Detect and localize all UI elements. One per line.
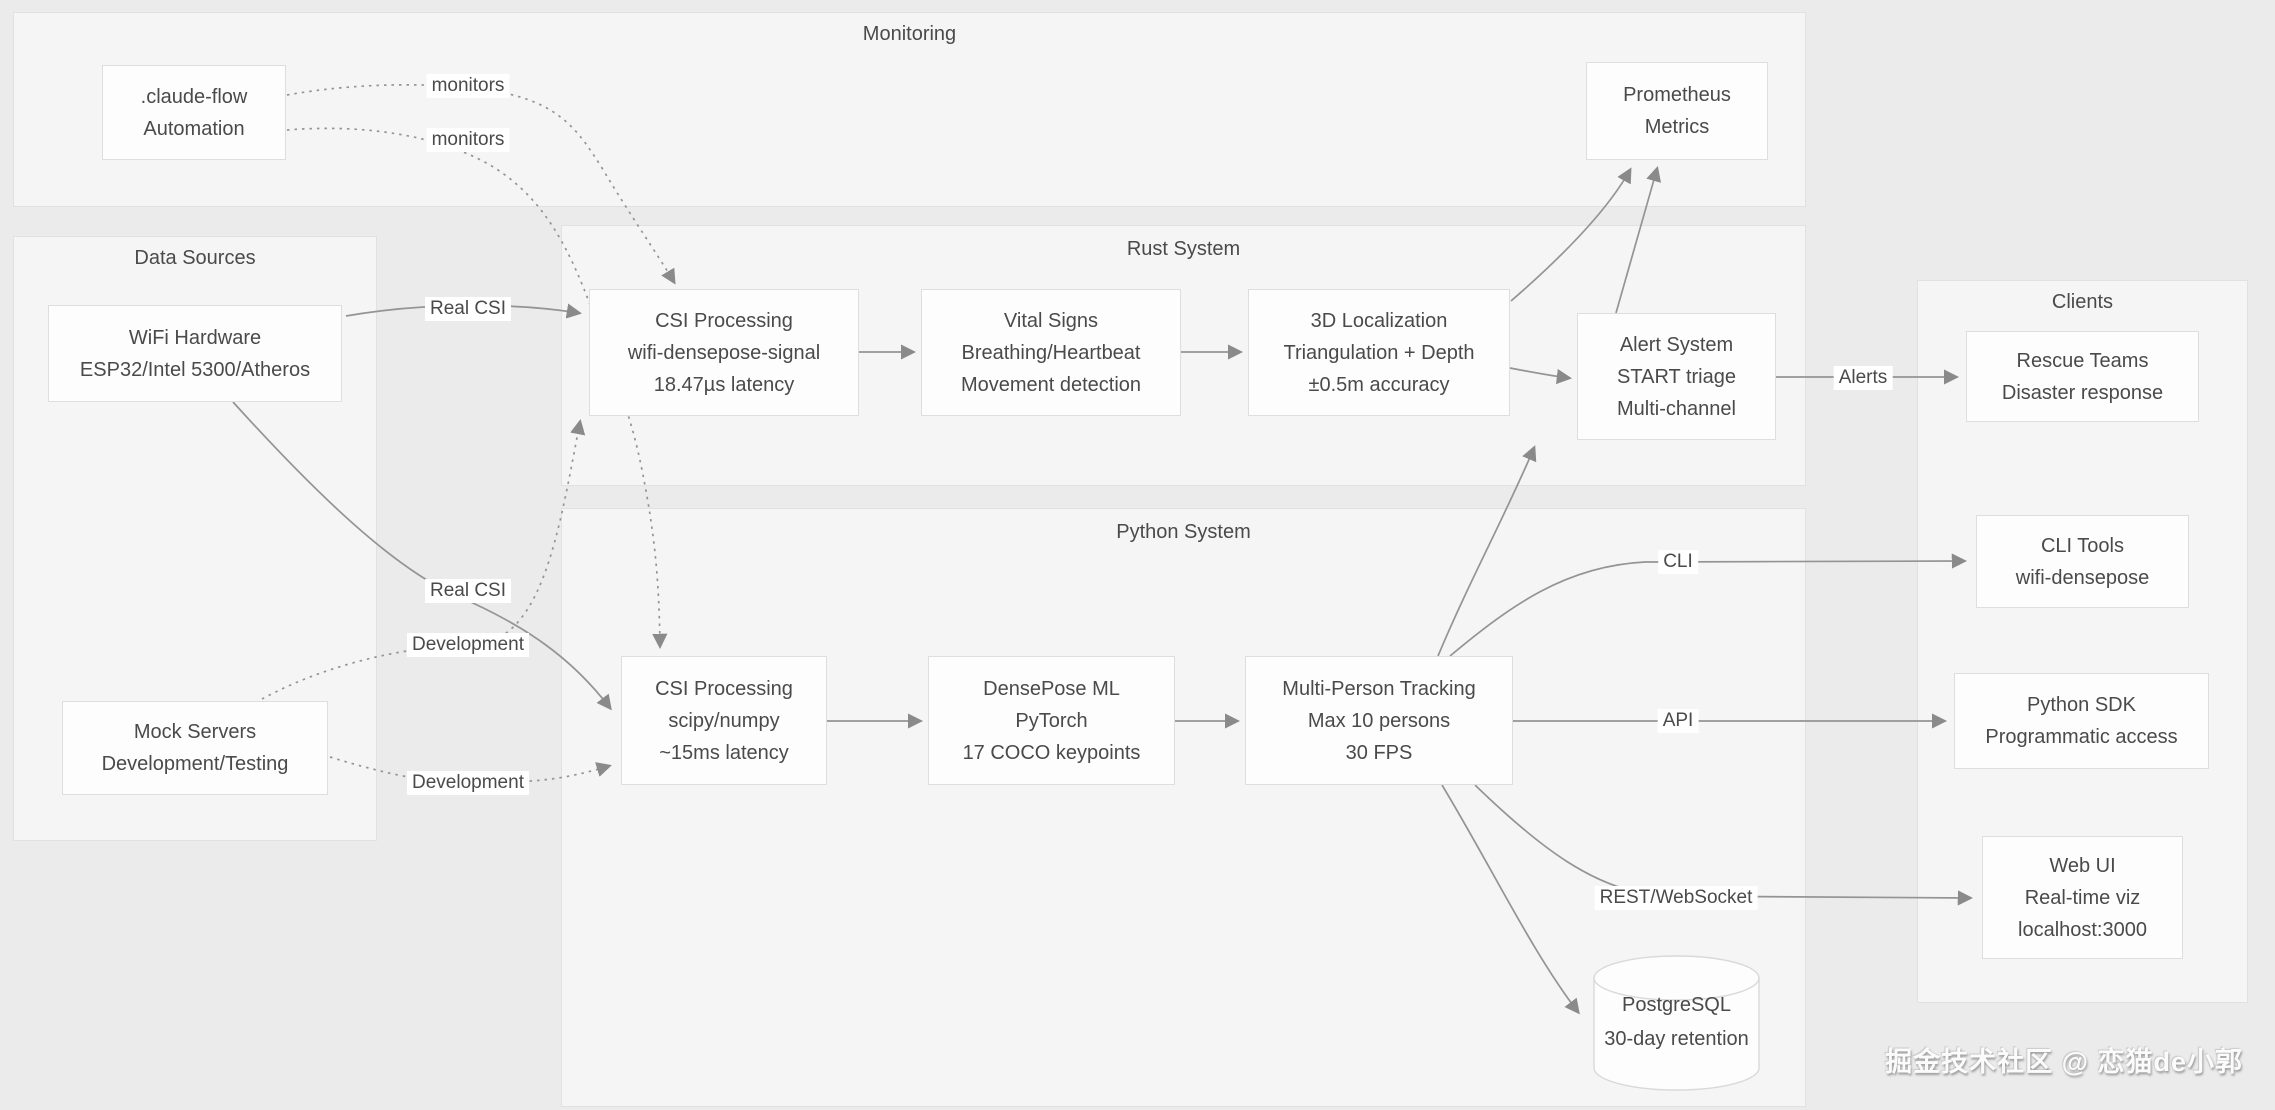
node-text: Python SDK xyxy=(2027,694,2136,716)
node-cli-tools: CLI Tools wifi-densepose xyxy=(1976,515,2189,608)
container-title-monitoring: Monitoring xyxy=(862,23,957,45)
node-text: ESP32/Intel 5300/Atheros xyxy=(79,358,311,381)
node-python-sdk: Python SDK Programmatic access xyxy=(1954,673,2209,769)
node-text: WiFi Hardware xyxy=(128,326,262,349)
node-text: CSI Processing xyxy=(655,677,793,700)
node-text: Breathing/Heartbeat xyxy=(961,341,1141,364)
container-title-python-system: Python System xyxy=(1116,521,1251,543)
node-text: Disaster response xyxy=(2001,381,2164,404)
node-text: PostgreSQL xyxy=(1622,994,1731,1016)
node-postgresql-database: PostgreSQL 30-day retention xyxy=(1593,954,1760,1092)
node-text: Movement detection xyxy=(960,373,1142,396)
node-text: 17 COCO keypoints xyxy=(962,741,1141,764)
node-prometheus-metrics: Prometheus Metrics xyxy=(1586,62,1768,160)
node-mock-servers: Mock Servers Development/Testing xyxy=(62,701,328,795)
edge-label-real-csi-1: Real CSI xyxy=(424,297,512,321)
node-text: Triangulation + Depth xyxy=(1283,341,1475,364)
edge-label-monitors-2: monitors xyxy=(426,128,510,152)
node-text: localhost:3000 xyxy=(2018,918,2147,941)
node-wifi-hardware: WiFi Hardware ESP32/Intel 5300/Atheros xyxy=(48,305,342,402)
node-alert-system: Alert System START triage Multi-channel xyxy=(1577,313,1776,440)
container-title-rust-system: Rust System xyxy=(1126,238,1241,260)
node-text: Multi-channel xyxy=(1617,397,1736,420)
node-text: 30 FPS xyxy=(1345,741,1413,764)
node-text: Vital Signs xyxy=(1003,309,1099,332)
node-python-csi-processing: CSI Processing scipy/numpy ~15ms latency xyxy=(621,656,827,785)
node-text: CSI Processing xyxy=(655,309,793,332)
node-text: Automation xyxy=(143,117,245,140)
node-text: Real-time viz xyxy=(2024,886,2141,909)
node-text: START triage xyxy=(1617,365,1736,388)
node-text: 30-day retention xyxy=(1604,1028,1749,1050)
node-rescue-teams: Rescue Teams Disaster response xyxy=(1966,331,2199,422)
node-vital-signs: Vital Signs Breathing/Heartbeat Movement… xyxy=(921,289,1181,416)
database-label: PostgreSQL 30-day retention xyxy=(1593,988,1760,1056)
edge-label-rest-websocket: REST/WebSocket xyxy=(1594,886,1758,910)
node-densepose-ml: DensePose ML PyTorch 17 COCO keypoints xyxy=(928,656,1175,785)
node-text: ±0.5m accuracy xyxy=(1308,373,1450,396)
node-text: Metrics xyxy=(1644,116,1710,138)
edge-label-monitors-1: monitors xyxy=(426,74,510,98)
node-text: Multi-Person Tracking xyxy=(1282,677,1476,700)
node-text: Alert System xyxy=(1619,333,1734,356)
node-text: wifi-densepose-signal xyxy=(627,341,821,364)
edge-label-alerts: Alerts xyxy=(1833,366,1893,390)
node-text: Prometheus xyxy=(1623,84,1731,106)
node-text: Mock Servers xyxy=(133,721,257,743)
node-multi-person-tracking: Multi-Person Tracking Max 10 persons 30 … xyxy=(1245,656,1513,785)
edge-label-development-2: Development xyxy=(407,771,529,795)
edge-label-real-csi-2: Real CSI xyxy=(424,579,512,603)
container-title-data-sources: Data Sources xyxy=(134,247,256,269)
node-text: Rescue Teams xyxy=(2016,349,2149,372)
node-text: DensePose ML xyxy=(983,677,1120,700)
node-text: .claude-flow xyxy=(140,85,248,108)
node-text: Programmatic access xyxy=(1985,726,2178,748)
node-text: 3D Localization xyxy=(1310,309,1448,332)
watermark-text: 掘金技术社区 @ 恋猫de小郭 xyxy=(1885,1047,2243,1077)
node-3d-localization: 3D Localization Triangulation + Depth ±0… xyxy=(1248,289,1510,416)
node-web-ui: Web UI Real-time viz localhost:3000 xyxy=(1982,836,2183,959)
edge-label-cli: CLI xyxy=(1658,550,1698,574)
node-text: PyTorch xyxy=(1015,709,1088,732)
node-text: Web UI xyxy=(2049,854,2116,877)
node-text: wifi-densepose xyxy=(2015,566,2150,589)
node-text: ~15ms latency xyxy=(659,741,789,764)
edge-label-api: API xyxy=(1657,709,1699,733)
node-text: CLI Tools xyxy=(2040,534,2124,557)
node-text: Max 10 persons xyxy=(1307,709,1451,732)
node-text: Development/Testing xyxy=(101,753,289,775)
database-cylinder-icon xyxy=(1593,955,1760,1091)
edge-label-development-1: Development xyxy=(407,633,529,657)
node-rust-csi-processing: CSI Processing wifi-densepose-signal 18.… xyxy=(589,289,859,416)
node-text: 18.47µs latency xyxy=(653,373,795,396)
node-text: scipy/numpy xyxy=(668,709,780,732)
container-title-clients: Clients xyxy=(2051,291,2114,313)
node-claude-flow-automation: .claude-flow Automation xyxy=(102,65,286,160)
